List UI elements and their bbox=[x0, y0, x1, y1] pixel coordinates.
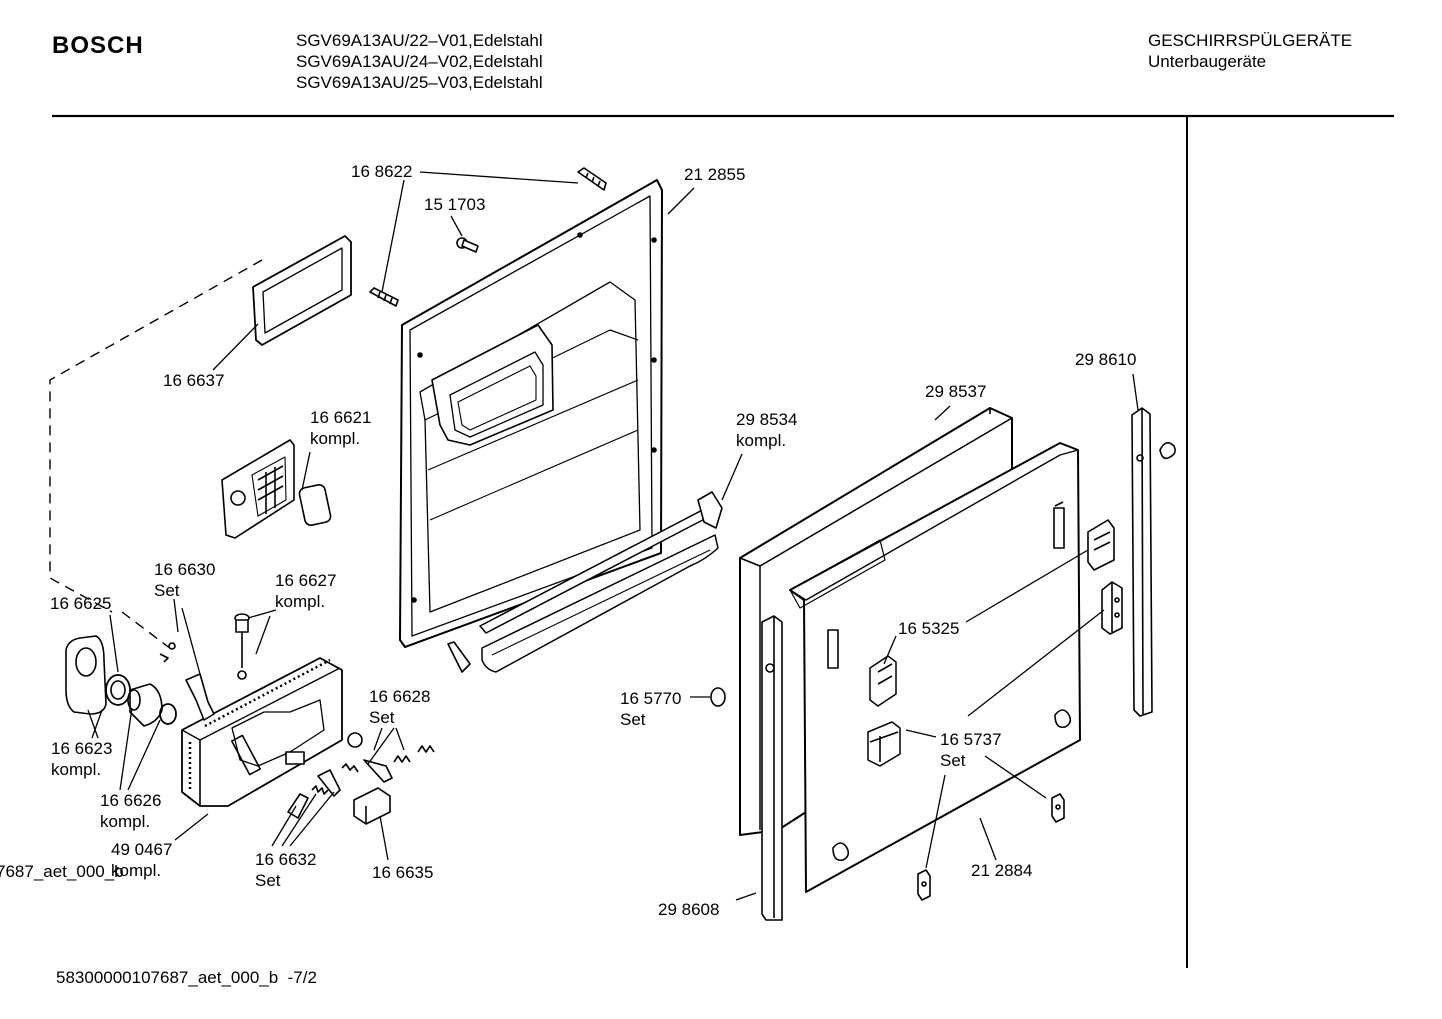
assembly-dash-line-2 bbox=[121, 611, 176, 653]
part-number: 16 8622 bbox=[351, 162, 413, 181]
part-label-165737: 16 5737 Set bbox=[940, 729, 1001, 771]
latch-clip-lower bbox=[867, 721, 901, 767]
hinge-bracket-right bbox=[1101, 581, 1123, 635]
part-number: 16 6630 bbox=[154, 560, 216, 579]
part-number: 49 0467 bbox=[111, 840, 173, 859]
category-block: GESCHIRRSPÜLGERÄTE Unterbaugeräte bbox=[1148, 30, 1352, 72]
float-valve bbox=[234, 613, 250, 680]
category-title: GESCHIRRSPÜLGERÄTE bbox=[1148, 31, 1353, 50]
part-number: 16 6628 bbox=[369, 687, 431, 706]
part-note: kompl. bbox=[736, 431, 787, 450]
dispenser-housing bbox=[181, 657, 343, 807]
part-number: 16 6635 bbox=[372, 863, 434, 882]
part-label-166627: 16 6627 kompl. bbox=[275, 570, 336, 612]
brand-logo: BOSCH bbox=[52, 32, 144, 59]
part-note: Set bbox=[620, 710, 646, 729]
part-label-166628: 16 6628 Set bbox=[369, 686, 430, 728]
part-note: Set bbox=[940, 751, 966, 770]
model-line: SGV69A13AU/22–V01,Edelstahl bbox=[296, 31, 543, 50]
side-trim-left bbox=[761, 615, 783, 921]
part-label-165325: 16 5325 bbox=[898, 618, 959, 639]
page-number: -7/2 bbox=[287, 968, 317, 987]
part-note: kompl. bbox=[310, 429, 361, 448]
part-label-166632: 16 6632 Set bbox=[255, 849, 316, 891]
part-note: kompl. bbox=[100, 812, 151, 831]
part-label-168622: 16 8622 bbox=[351, 161, 412, 182]
inner-door-panel bbox=[399, 179, 663, 648]
part-number: 16 6623 bbox=[51, 739, 113, 758]
foot-clip-bottom bbox=[917, 869, 931, 901]
spring-set bbox=[287, 732, 435, 819]
model-list: SGV69A13AU/22–V01,Edelstahl SGV69A13AU/2… bbox=[296, 30, 543, 93]
part-number: 16 6625 bbox=[50, 594, 112, 613]
part-label-166630: 16 6630 Set bbox=[154, 559, 215, 601]
part-number: 21 2884 bbox=[971, 861, 1033, 880]
part-label-151703: 15 1703 bbox=[424, 194, 485, 215]
part-note: Set bbox=[369, 708, 395, 727]
part-label-298608: 29 8608 bbox=[658, 899, 719, 920]
part-number: 16 6626 bbox=[100, 791, 162, 810]
filter-part bbox=[221, 439, 332, 539]
seal-frame bbox=[252, 235, 352, 346]
leader-lines bbox=[87, 171, 1139, 901]
part-label-490467: 49 0467 kompl. bbox=[111, 839, 172, 881]
part-number: 29 8610 bbox=[1075, 350, 1137, 369]
part-label-166623: 16 6623 kompl. bbox=[51, 738, 112, 780]
screw-small bbox=[456, 237, 479, 253]
part-label-166637: 16 6637 bbox=[163, 370, 224, 391]
model-line: SGV69A13AU/25–V03,Edelstahl bbox=[296, 73, 543, 92]
part-number: 29 8537 bbox=[925, 382, 987, 401]
side-trim-right bbox=[1131, 407, 1176, 717]
part-number: 29 8534 bbox=[736, 410, 798, 429]
lever-part bbox=[159, 642, 215, 721]
assembly-dash-line bbox=[49, 259, 263, 613]
part-number: 16 6632 bbox=[255, 850, 317, 869]
part-label-166626: 16 6626 kompl. bbox=[100, 790, 161, 832]
part-label-298610: 29 8610 bbox=[1075, 349, 1136, 370]
model-line: SGV69A13AU/24–V02,Edelstahl bbox=[296, 52, 543, 71]
part-note: kompl. bbox=[275, 592, 326, 611]
part-number: 16 6637 bbox=[163, 371, 225, 390]
part-number: 16 5737 bbox=[940, 730, 1002, 749]
mounting-frame-panel bbox=[789, 442, 1081, 893]
part-label-165770: 16 5770 Set bbox=[620, 688, 681, 730]
bumper-cap bbox=[710, 687, 726, 707]
part-label-166621: 16 6621 kompl. bbox=[310, 407, 371, 449]
part-number: 16 5770 bbox=[620, 689, 682, 708]
part-label-212855: 21 2855 bbox=[684, 164, 745, 185]
document-id: 58300000107687_aet_000_b bbox=[56, 968, 279, 987]
part-label-166625: 16 6625 bbox=[50, 593, 111, 614]
part-label-212884: 21 2884 bbox=[971, 860, 1032, 881]
part-note: Set bbox=[154, 581, 180, 600]
dispenser-cover bbox=[65, 635, 107, 715]
dispenser-ring bbox=[105, 674, 131, 706]
screw-top bbox=[577, 167, 607, 191]
footer: 58300000107687_aet_000_b -7/2 bbox=[56, 968, 317, 988]
subcategory-title: Unterbaugeräte bbox=[1148, 52, 1267, 71]
part-label-298534: 29 8534 kompl. bbox=[736, 409, 797, 451]
part-number: 16 6627 bbox=[275, 571, 337, 590]
part-number: 29 8608 bbox=[658, 900, 720, 919]
part-number: 15 1703 bbox=[424, 195, 486, 214]
part-label-298537: 29 8537 bbox=[925, 381, 986, 402]
part-number: 16 6621 bbox=[310, 408, 372, 427]
screw-left bbox=[369, 287, 399, 307]
part-label-166635: 16 6635 bbox=[372, 862, 433, 883]
part-number: 21 2855 bbox=[684, 165, 746, 184]
actuator-part bbox=[353, 787, 391, 825]
trim-strip bbox=[447, 491, 723, 673]
rinse-cap bbox=[127, 683, 177, 727]
part-note: Set bbox=[255, 871, 281, 890]
foot-clip-right bbox=[1051, 793, 1065, 823]
left-edge-fragment: 7687_aet_000_b bbox=[0, 862, 124, 881]
part-note: kompl. bbox=[111, 861, 162, 880]
part-note: kompl. bbox=[51, 760, 102, 779]
hinge-bracket-top bbox=[1087, 519, 1115, 571]
part-number: 16 5325 bbox=[898, 619, 960, 638]
